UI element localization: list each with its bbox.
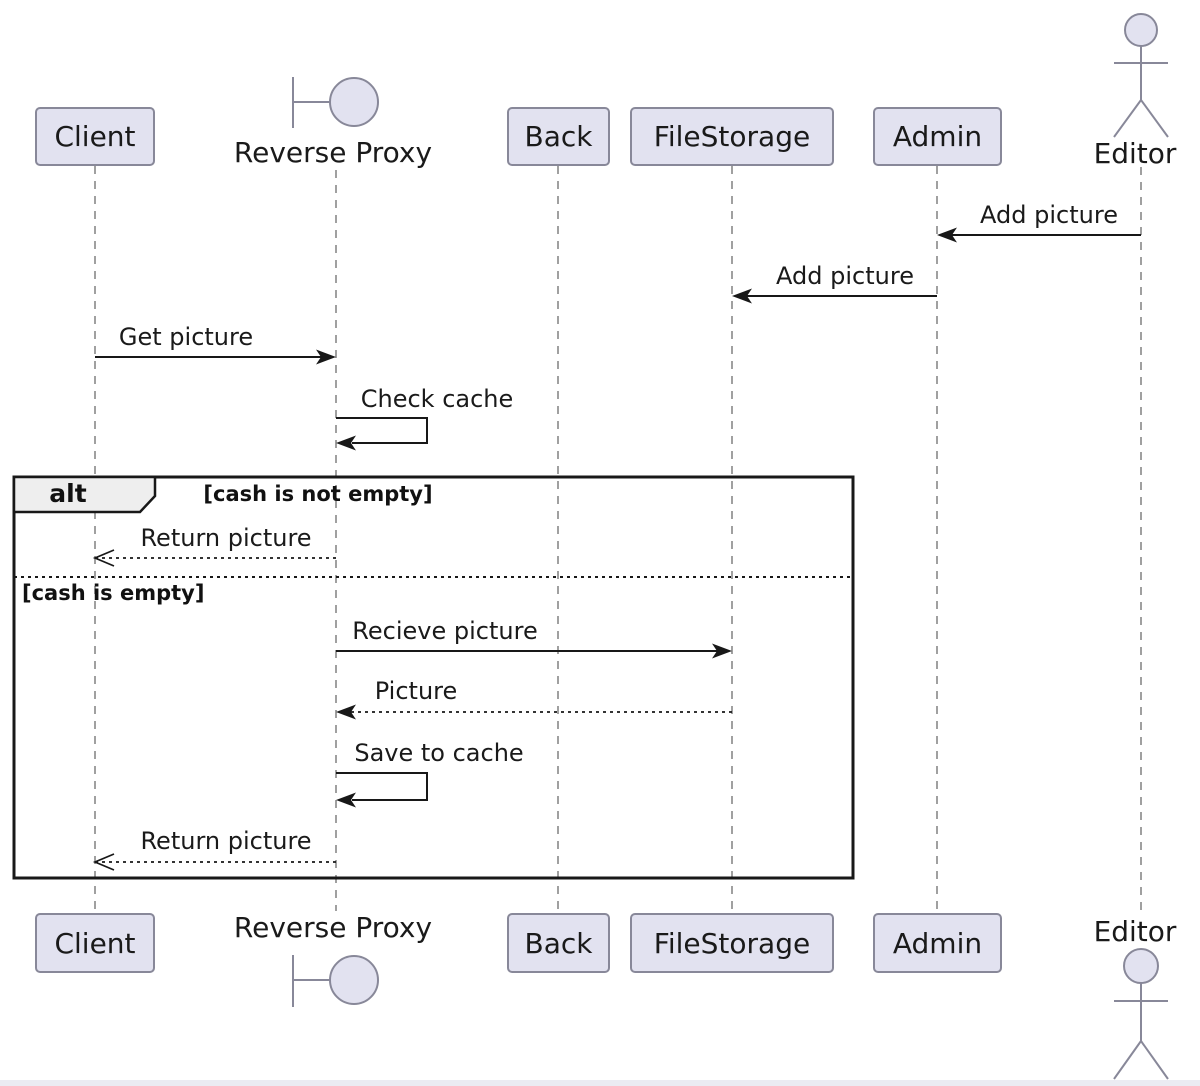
participant-reverse-proxy-label-bottom: Reverse Proxy	[233, 911, 433, 944]
participant-back-bottom[interactable]: Back	[507, 913, 610, 973]
participant-label: Client	[54, 926, 136, 960]
arrowhead-filled-left	[336, 435, 356, 451]
arrowhead-filled-left	[336, 704, 356, 720]
lifelines	[94, 166, 1142, 913]
alt-frame-border	[12, 475, 855, 880]
message-label-get-picture: Get picture	[118, 323, 254, 351]
arrow-check-cache-loop	[336, 417, 428, 444]
message-arrows	[92, 227, 1141, 871]
alt-frame	[12, 475, 855, 880]
arrowhead-filled-left	[336, 792, 356, 808]
participant-editor-label-top: Editor	[1093, 137, 1177, 170]
participant-reverse-proxy-label-top: Reverse Proxy	[233, 136, 433, 169]
message-label-add-picture-2: Add picture	[776, 262, 914, 290]
bottom-edge-strip	[0, 1080, 1200, 1086]
participant-label: Admin	[892, 120, 983, 153]
message-label-return-picture-2: Return picture	[140, 827, 312, 855]
participant-back-top[interactable]: Back	[507, 107, 610, 166]
message-label-add-picture-1: Add picture	[980, 201, 1118, 229]
participant-admin-top[interactable]: Admin	[873, 107, 1002, 166]
boundary-circle	[329, 77, 379, 127]
boundary-icon-bottom	[292, 955, 379, 1007]
alt-guard-empty: [cash is empty]	[22, 581, 205, 605]
actor-icon-top	[1113, 13, 1169, 138]
actor-leg-right	[1140, 99, 1169, 138]
actor-head	[1123, 948, 1159, 984]
participant-filestorage-bottom[interactable]: FileStorage	[630, 913, 834, 973]
message-label-save-to-cache: Save to cache	[354, 739, 524, 767]
arrow-save-to-cache-loop	[336, 772, 428, 801]
arrowhead-filled-left	[732, 288, 752, 304]
actor-icon-bottom	[1113, 948, 1169, 1080]
arrowhead-filled-left	[937, 227, 957, 243]
participant-label: Back	[524, 120, 593, 153]
boundary-circle	[329, 955, 379, 1005]
participant-label: FileStorage	[653, 926, 811, 960]
participant-label: Back	[524, 926, 593, 960]
message-label-recieve-picture: Recieve picture	[352, 617, 538, 645]
arrowhead-filled-right	[316, 349, 336, 365]
arrowhead-open-left	[92, 853, 115, 871]
alt-operator-pentagon	[12, 475, 157, 514]
arrowhead-filled-right	[712, 643, 732, 659]
actor-leg-right	[1140, 1040, 1169, 1080]
participant-label: Client	[54, 120, 136, 153]
participant-client-top[interactable]: Client	[35, 107, 155, 166]
boundary-icon-top	[292, 77, 379, 128]
alt-guard-not-empty: [cash is not empty]	[203, 482, 433, 506]
participant-admin-bottom[interactable]: Admin	[873, 913, 1002, 973]
participant-label: Admin	[892, 926, 983, 960]
actor-leg-left	[1113, 99, 1142, 138]
alt-operator-label: alt	[49, 479, 87, 508]
message-label-picture: Picture	[374, 677, 458, 705]
participant-editor-label-bottom: Editor	[1093, 915, 1177, 948]
message-label-return-picture-1: Return picture	[140, 524, 312, 552]
participant-filestorage-top[interactable]: FileStorage	[630, 107, 834, 166]
message-label-check-cache: Check cache	[360, 385, 514, 413]
participant-label: FileStorage	[653, 120, 811, 153]
actor-leg-left	[1113, 1040, 1142, 1080]
participant-client-bottom[interactable]: Client	[35, 913, 155, 973]
actor-head	[1124, 13, 1158, 47]
arrowhead-open-left	[92, 549, 115, 567]
